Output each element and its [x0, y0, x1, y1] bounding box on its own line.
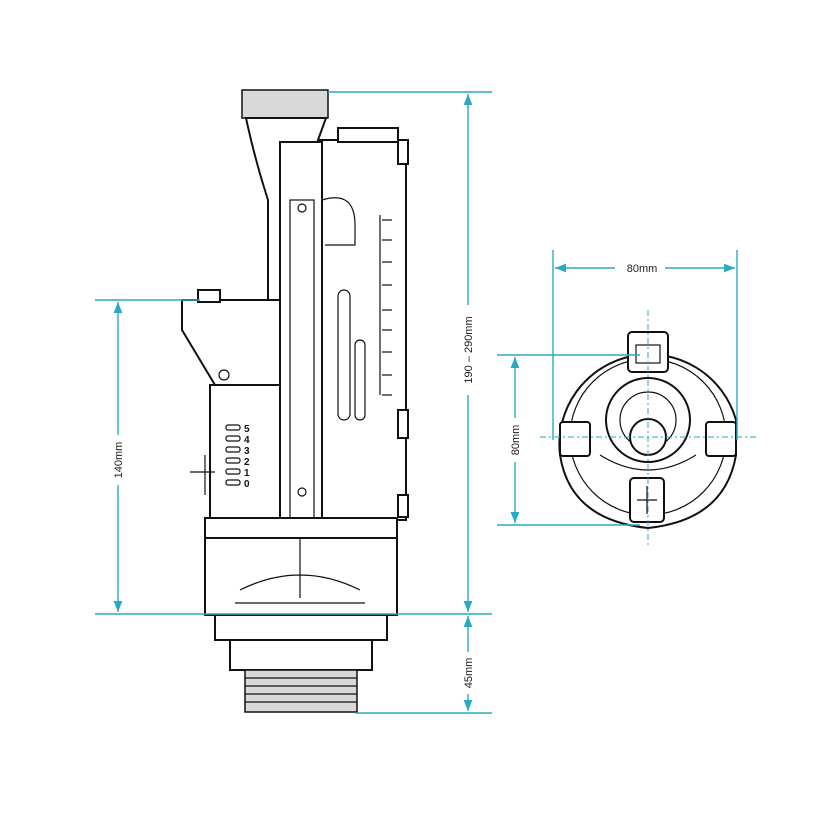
- total-height-label: 190 – 290mm: [463, 316, 475, 383]
- scale-mark: 4: [244, 435, 250, 446]
- dimension-lines: 190 – 290mm 140mm 45mm: [95, 91, 492, 714]
- height-scale: 5 4 3 2 1 0: [225, 424, 250, 490]
- top-cap: [241, 89, 329, 119]
- central-tube: [279, 141, 323, 521]
- overflow-arm: [181, 299, 281, 386]
- top-view-depth-label: 80mm: [510, 425, 522, 456]
- top-view-dimensions: 80mm 80mm: [497, 250, 758, 545]
- base-cage: [204, 537, 398, 616]
- scale-mark: 3: [244, 446, 250, 457]
- top-view-width-label: 80mm: [627, 263, 658, 275]
- float-housing: [319, 139, 407, 521]
- scale-mark: 5: [244, 424, 250, 435]
- scale-mark: 0: [244, 479, 250, 490]
- overflow-height-label: 140mm: [113, 442, 125, 479]
- scale-mark: 2: [244, 457, 250, 468]
- thread: [244, 669, 358, 713]
- scale-plate: [209, 384, 281, 521]
- side-view: 5 4 3 2 1 0: [181, 89, 409, 713]
- seal-ring: [214, 614, 388, 641]
- scale-mark: 1: [244, 468, 250, 479]
- thread-height-label: 45mm: [463, 658, 475, 689]
